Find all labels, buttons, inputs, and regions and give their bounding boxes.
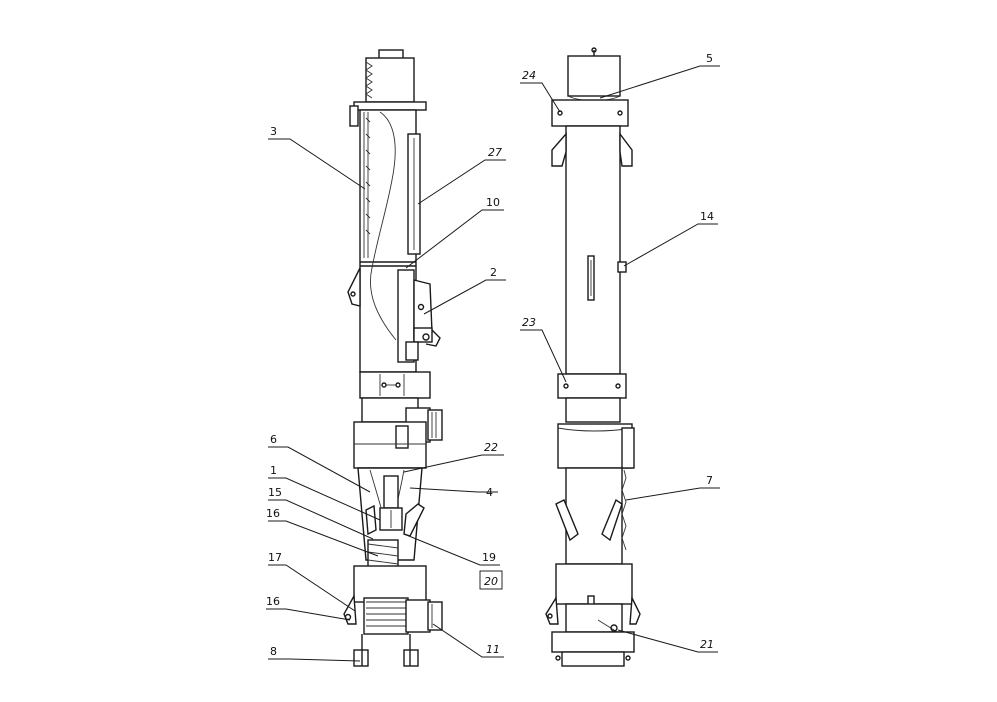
callout-5: 5 [706, 52, 713, 65]
callout-23: 23 [522, 316, 536, 329]
callout-21: 21 [700, 638, 714, 651]
callout-15: 15 [268, 486, 282, 499]
callout-8: 8 [270, 645, 277, 658]
callout-19: 19 [482, 551, 496, 564]
callout-14: 14 [700, 210, 714, 223]
callouts-right: 24 5 14 23 7 21 [522, 52, 714, 651]
callout-27: 27 [488, 146, 502, 159]
callout-16-lower: 16 [266, 595, 280, 608]
callout-10: 10 [486, 196, 500, 209]
left-assembly [343, 49, 443, 667]
callout-7: 7 [706, 474, 713, 487]
callouts-left: 3 27 10 2 6 22 1 15 4 16 19 20 17 16 11 … [266, 125, 503, 658]
leaders-right [520, 65, 720, 653]
callout-22: 22 [484, 441, 498, 454]
callout-3: 3 [270, 125, 277, 138]
callout-2: 2 [490, 266, 497, 279]
right-assembly [545, 47, 641, 667]
callout-1: 1 [270, 464, 277, 477]
callout-11: 11 [486, 643, 500, 656]
callout-20: 20 [484, 575, 498, 588]
callout-20-box [479, 570, 503, 590]
leaders-left [266, 138, 506, 662]
callout-24: 24 [522, 69, 536, 82]
callout-6: 6 [270, 433, 277, 446]
callout-4: 4 [486, 486, 493, 499]
callout-17: 17 [268, 551, 282, 564]
callout-16-upper: 16 [266, 507, 280, 520]
